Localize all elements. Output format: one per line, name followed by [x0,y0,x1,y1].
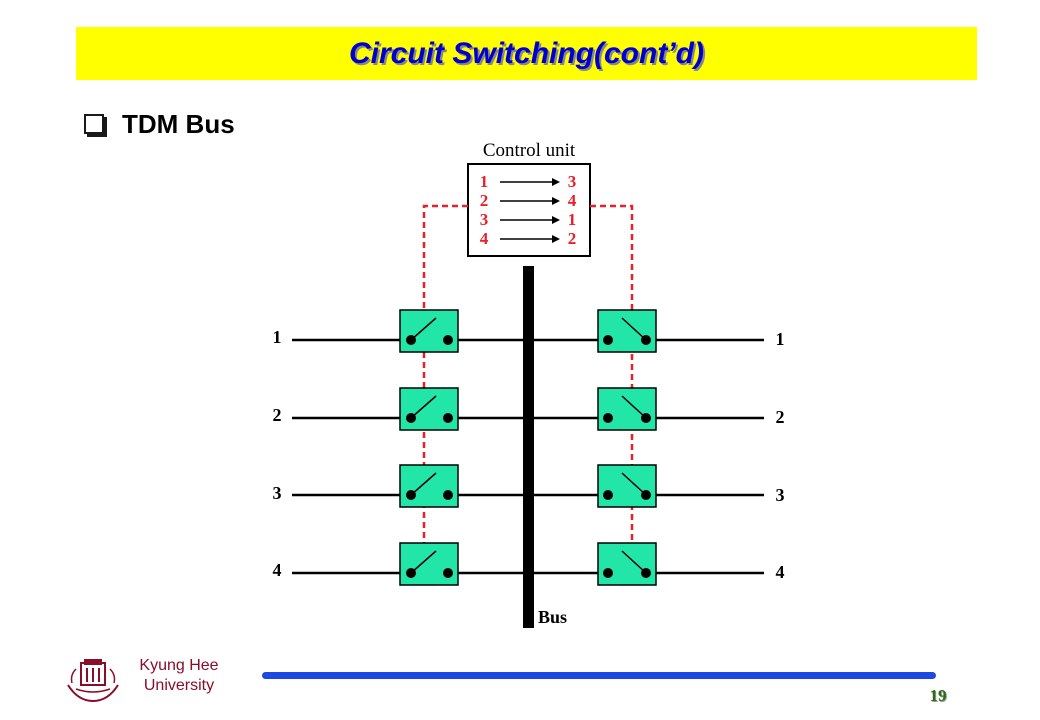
switch-left-3 [399,464,459,508]
control-line-left [422,204,468,565]
university-name: Kyung Hee University [124,656,234,696]
switch-box [597,387,657,431]
control-unit-label: Control unit [483,140,576,161]
switch-blade [410,395,437,419]
switch-node [443,413,453,423]
switch-right-3 [597,464,657,508]
university-logo-icon [67,659,119,703]
control-line-right [590,204,634,565]
right-switches [597,309,657,586]
port-label-right: 1 [776,329,785,349]
switch-box [399,464,459,508]
mapping-to: 4 [568,191,577,210]
control-unit-box [467,163,591,257]
switch-blade [621,472,647,496]
slide-title: Circuit Switching(cont’d) [349,36,704,70]
mapping-to: 1 [568,210,577,229]
university-name-line1: Kyung Hee [139,657,219,674]
mapping-from: 3 [480,210,489,229]
switch-box [597,309,657,353]
switch-node [603,568,613,578]
switch-node [443,490,453,500]
port-label-left: 1 [273,327,282,347]
switch-node [443,335,453,345]
switch-blade [621,317,647,341]
arrowhead-icon [552,197,560,205]
left-switches [399,309,459,586]
switch-blade [621,395,647,419]
checkbox-bullet-icon [84,114,104,134]
switch-right-2 [597,387,657,431]
mapping-from: 1 [480,172,489,191]
control-unit-mappings: 1 3 2 4 3 1 4 2 [480,172,577,248]
port-label-left: 4 [273,560,282,580]
bullet-item: TDM Bus [84,106,235,142]
bullet-text: TDM Bus [122,108,235,139]
port-label-right: 2 [776,407,785,427]
switch-node [603,413,613,423]
switch-blade [410,550,437,574]
footer-divider [262,672,936,679]
left-port-labels: 1 2 3 4 [273,327,282,580]
switch-right-4 [597,542,657,586]
switch-node [443,568,453,578]
switch-node [603,335,613,345]
switch-box [399,309,459,353]
switch-blade [410,317,437,341]
bus-label: Bus [538,607,567,627]
right-port-labels: 1 2 3 4 [776,329,785,582]
port-label-right: 4 [776,562,785,582]
arrowhead-icon [552,178,560,186]
switch-box [399,387,459,431]
mapping-from: 2 [480,191,489,210]
switch-node [603,490,613,500]
arrowhead-icon [552,235,560,243]
arrowhead-icon [552,216,560,224]
switch-blade [621,550,647,574]
port-label-left: 2 [273,405,282,425]
mapping-from: 4 [480,229,489,248]
switch-box [399,542,459,586]
port-label-right: 3 [776,485,785,505]
switch-right-1 [597,309,657,353]
port-label-left: 3 [273,483,282,503]
switch-left-1 [399,309,459,353]
switch-left-4 [399,542,459,586]
university-name-line2: University [143,677,215,694]
switch-box [597,542,657,586]
mapping-to: 2 [568,229,577,248]
switch-left-2 [399,387,459,431]
switch-blade [410,472,437,496]
switch-box [597,464,657,508]
title-bar: Circuit Switching(cont’d) [76,27,977,80]
mapping-to: 3 [568,172,577,191]
tdm-bus [523,266,534,628]
page-number: 19 [929,686,947,705]
